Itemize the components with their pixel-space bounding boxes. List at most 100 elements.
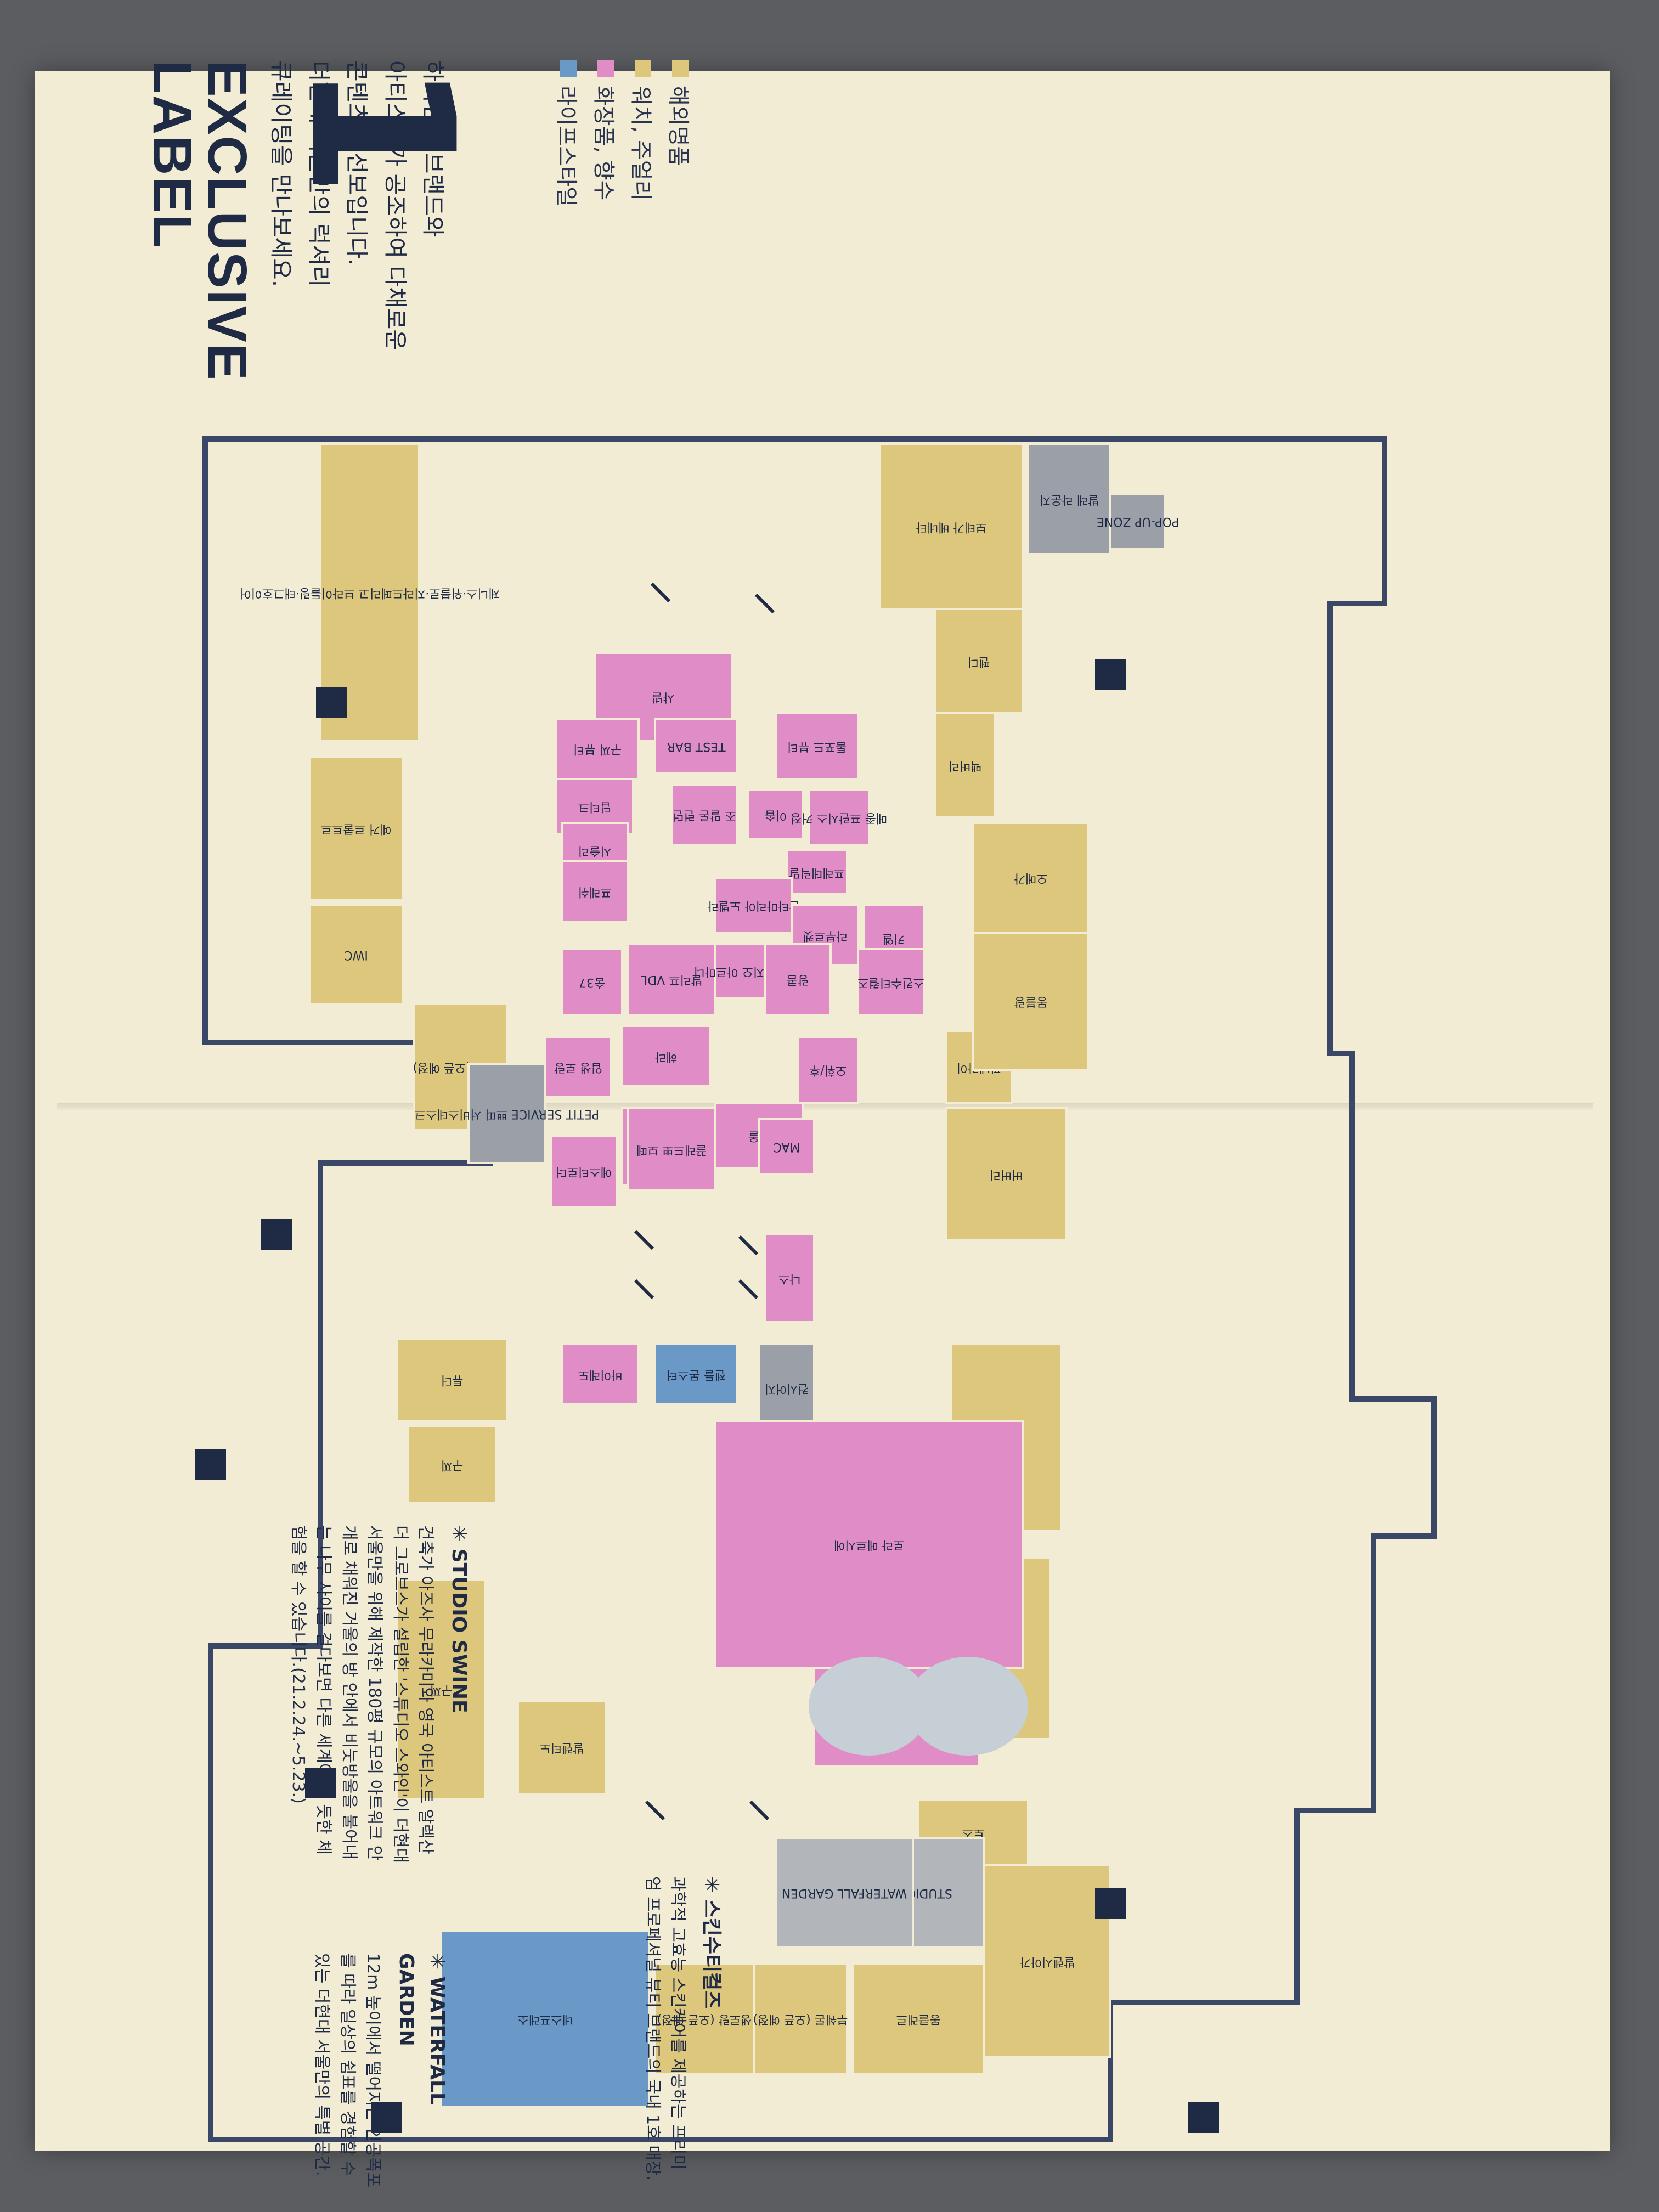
store-label: 구찌 <box>430 1683 452 1697</box>
store-label: 예거 르쿨트르 <box>321 822 391 836</box>
escalator-icon <box>645 1800 665 1821</box>
store-label: 버버리 <box>990 1167 1023 1181</box>
store-block <box>764 1233 815 1323</box>
pool-shape <box>809 1657 929 1756</box>
store-label: 몽블랑 <box>1014 995 1048 1008</box>
store-label: 샤넬 <box>652 690 674 704</box>
restroom-icon <box>305 1768 336 1798</box>
store-label: 에스티로더 <box>556 1165 611 1178</box>
restroom-icon <box>1188 2102 1219 2133</box>
store-label: 입생 로랑 <box>554 1060 602 1074</box>
escalator-icon <box>634 1279 654 1300</box>
store-label: 컨시어지 <box>765 1381 809 1395</box>
store-label: 나스 <box>778 1272 800 1285</box>
store-block <box>561 1343 640 1406</box>
store-label: 맥버리 <box>949 759 982 772</box>
store-block <box>972 822 1090 934</box>
store-label: 끌레드뽀 보떼 <box>636 1143 707 1156</box>
store-label: 키엘 <box>883 932 905 945</box>
restroom-icon <box>371 2102 402 2133</box>
store-label: 몽클레르 <box>896 2012 941 2026</box>
store-block <box>308 904 404 1005</box>
restroom-icon <box>195 1449 226 1480</box>
store-block <box>308 756 404 901</box>
store-block <box>747 789 804 840</box>
store-label: 생로랑 (오픈 예정) <box>657 2012 752 2026</box>
restroom-icon <box>261 1219 292 1250</box>
store-block <box>654 1343 738 1406</box>
note-heading: ✳ STUDIO SWINE <box>448 1525 470 1713</box>
store-block <box>758 1118 815 1175</box>
escalator-icon <box>738 1279 759 1300</box>
store-block <box>764 943 832 1016</box>
store-block <box>396 1579 486 1801</box>
restroom-icon <box>1095 1888 1126 1919</box>
store-label: IWC <box>344 948 368 962</box>
store-label: MAC <box>773 1140 800 1154</box>
store-block <box>879 443 1024 610</box>
note-heading: ✳ 스킨수티컬즈 <box>700 1876 723 2009</box>
store-label: 메종 프란시스 커정 <box>791 811 887 825</box>
store-label: 라부르켓 <box>803 929 848 943</box>
store-block <box>857 948 925 1016</box>
note-studio-swine: ✳ STUDIO SWINE 건축가 아즈사 무라카미와 영국 아티스트 알렉산… <box>285 1525 474 1865</box>
store-label: 헤라 <box>655 1049 677 1063</box>
store-label: WATERFALL GARDEN <box>782 1886 907 1900</box>
store-label: 바이레도 <box>578 1368 623 1381</box>
escalator-icon <box>754 593 775 614</box>
store-block <box>561 948 623 1016</box>
store-label: 랑콤 <box>787 973 809 986</box>
store-label: 제니스·위블로·지라드페리고 브라이틀링·태그호이어 <box>240 586 499 600</box>
store-block <box>467 1063 546 1164</box>
store-block <box>440 1930 651 2108</box>
store-label: 구찌 <box>441 1458 463 1472</box>
escalator-icon <box>634 1229 654 1250</box>
store-label: 젠틀 몬스터 <box>667 1368 726 1381</box>
note-body: 12m 높이에서 떨어지는 인공폭포를 따라 일상의 쉼표를 경험할 수 있는 … <box>312 1953 383 2188</box>
store-label: POP-UP ZONE <box>1097 515 1179 528</box>
store-block <box>983 1864 1111 2058</box>
store-block <box>670 783 738 846</box>
escalator-icon <box>650 582 671 603</box>
store-block <box>319 443 420 742</box>
pool-shape <box>907 1657 1028 1756</box>
store-block <box>621 1025 711 1087</box>
store-block <box>561 860 629 923</box>
escalator-icon <box>738 1235 759 1256</box>
store-label: 이솝 <box>765 808 787 822</box>
store-block <box>654 718 738 775</box>
store-label: 튜더 <box>441 1373 463 1387</box>
store-block <box>808 789 870 846</box>
store-label: 프레데릭말 <box>789 866 844 879</box>
store-block <box>753 1963 848 2075</box>
note-body: 건축가 아즈사 무라카미와 영국 아티스트 알렉산더 그로브스가 설립한 '스튜… <box>288 1525 436 1864</box>
store-label: 발레 라운지 <box>1040 493 1099 506</box>
store-label: 네스프레소 <box>517 2012 573 2026</box>
floor-outline <box>202 436 1437 2142</box>
store-block <box>550 1135 618 1208</box>
store-label: 발렌티노 <box>540 1741 584 1754</box>
restroom-icon <box>1095 659 1126 690</box>
store-block <box>945 1107 1068 1241</box>
store-block <box>786 849 848 895</box>
store-label: 오휘/후 <box>809 1063 847 1077</box>
store-block <box>396 1338 508 1422</box>
store-label: 조 말론 런던 <box>673 808 736 822</box>
store-label: 발리프 VDL <box>640 973 702 986</box>
store-label: 부쉐론 (오픈 예정) <box>753 2012 848 2026</box>
note-body: 과학적 고효능 스킨케어를 제공하는 프리미엄 프로페셔널 뷰티 브랜드의 국내… <box>642 1876 688 2181</box>
store-block <box>544 1036 612 1098</box>
store-block <box>1109 493 1166 550</box>
store-label: 스킨수티컬즈 <box>857 975 924 989</box>
store-label: PETIT SERVICE 쁘띠 서비스데스크 <box>415 1107 599 1121</box>
note-heading: ✳ WATERFALL GARDEN <box>395 1953 448 2105</box>
store-label: 시슬리 <box>578 844 612 857</box>
store-label: 톰포드 뷰티 <box>787 740 847 753</box>
store-block <box>407 1425 497 1504</box>
store-label: 발렌시아가 <box>1019 1955 1075 1968</box>
store-label: 펜디 <box>968 654 990 668</box>
restroom-icon <box>316 687 347 718</box>
